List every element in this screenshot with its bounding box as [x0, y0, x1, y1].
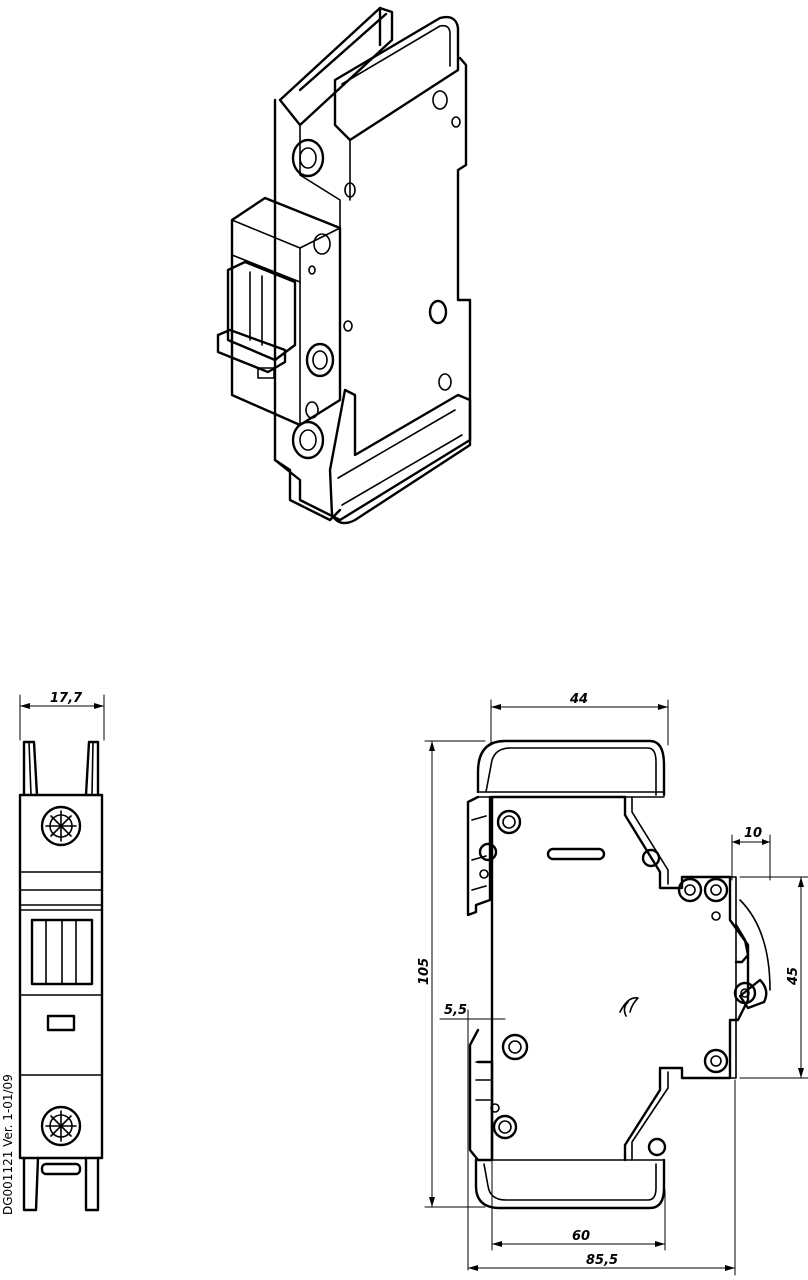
drawing-code: DG001121 Ver. 1-01/09	[1, 1074, 15, 1215]
dim-total-length: 85,5	[586, 1253, 618, 1268]
dim-gap: 5,5	[444, 1003, 467, 1018]
dim-terminal-span: 45	[786, 967, 801, 986]
dim-side-width: 17,7	[50, 691, 83, 706]
dim-base-length: 60	[572, 1229, 590, 1244]
side-view: 17,7 DG001121 Ver. 1-01/09	[1, 691, 105, 1215]
dim-rail-offset: 10	[744, 826, 762, 841]
dim-height: 105	[417, 958, 432, 985]
isometric-view	[216, 6, 472, 525]
dim-front-width: 44	[569, 692, 588, 707]
front-view: 44 10 105 45 5,5 60 85,5	[417, 692, 808, 1276]
